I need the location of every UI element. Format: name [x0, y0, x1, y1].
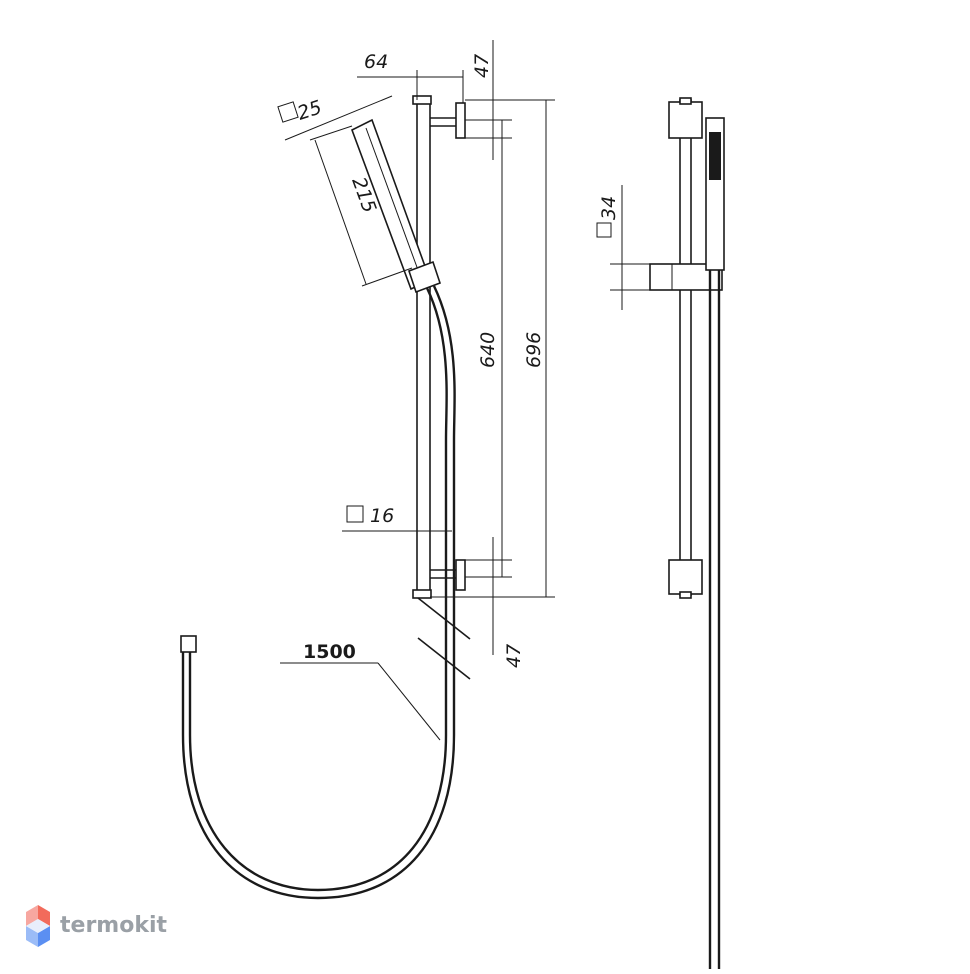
hose-connector — [180, 635, 197, 653]
square-symbol — [277, 101, 299, 123]
shower-hose — [188, 287, 448, 892]
side-top-bracket — [668, 101, 703, 139]
dimension-lines — [280, 40, 555, 741]
brand-logo: termokit — [26, 905, 167, 947]
dim-bar-center-distance: 640 — [477, 332, 499, 368]
brand-name: termokit — [60, 913, 167, 938]
spray-face — [709, 132, 721, 180]
dim-hose-length: 1500 — [303, 641, 356, 663]
dim-bracket-top-offset: 47 — [471, 54, 493, 78]
square-symbol — [596, 222, 612, 238]
slide-bar — [416, 99, 431, 598]
side-view: 34 — [598, 97, 725, 969]
dim-bar-square: 16 — [370, 505, 394, 527]
dim-handle-square: 25 — [295, 96, 325, 124]
dim-holder-square: 34 — [598, 196, 620, 220]
side-slide-bar — [679, 99, 692, 596]
square-symbol — [346, 505, 364, 523]
bottom-wall-bracket — [455, 559, 466, 591]
side-bottom-bracket — [668, 559, 703, 595]
shower-holder — [407, 260, 442, 294]
dim-bracket-width: 64 — [364, 51, 388, 73]
dim-bar-total-length: 696 — [523, 332, 545, 368]
top-wall-bracket — [455, 102, 466, 139]
top-bar-cap — [412, 95, 432, 105]
dim-bracket-bottom-offset: 47 — [503, 644, 525, 668]
bottom-bar-cap — [412, 589, 432, 599]
front-view — [180, 95, 471, 900]
hose-break-mark — [417, 597, 471, 640]
